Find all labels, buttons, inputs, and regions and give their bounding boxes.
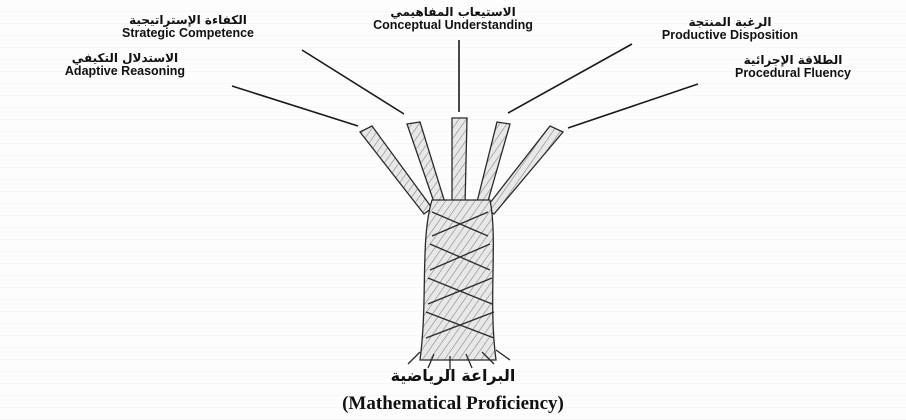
label-productive-disposition: الرغبة المنتجة Productive Disposition xyxy=(625,16,835,42)
mathematical-proficiency-title-en: (Mathematical Proficiency) xyxy=(0,393,906,415)
strand-conceptual xyxy=(452,118,467,206)
label-conceptual-en: Conceptual Understanding xyxy=(328,19,578,33)
label-adaptive-ar: الاستدلال التكيفي xyxy=(20,52,230,65)
label-adaptive-en: Adaptive Reasoning xyxy=(20,65,230,79)
label-conceptual-understanding: الاستيعاب المفاهيمي Conceptual Understan… xyxy=(328,6,578,32)
label-strategic-en: Strategic Competence xyxy=(78,27,298,41)
rope-braid xyxy=(408,200,510,370)
label-procedural-ar: الطلاقة الإجرائية xyxy=(693,54,893,67)
mathematical-proficiency-title-ar: البراعة الرياضية xyxy=(0,366,906,385)
pointer-line-adaptive xyxy=(232,86,358,126)
label-procedural-fluency: الطلاقة الإجرائية Procedural Fluency xyxy=(693,54,893,80)
pointer-lines xyxy=(232,40,698,128)
label-adaptive-reasoning: الاستدلال التكيفي Adaptive Reasoning xyxy=(20,52,230,78)
label-productive-ar: الرغبة المنتجة xyxy=(625,16,835,29)
label-conceptual-ar: الاستيعاب المفاهيمي xyxy=(328,6,578,19)
pointer-line-procedural xyxy=(568,84,698,128)
pointer-line-productive xyxy=(508,44,632,113)
label-strategic-ar: الكفاءة الإستراتيجية xyxy=(78,14,298,27)
label-procedural-en: Procedural Fluency xyxy=(693,67,893,81)
pointer-line-strategic xyxy=(302,50,404,114)
label-productive-en: Productive Disposition xyxy=(625,29,835,43)
label-strategic-competence: الكفاءة الإستراتيجية Strategic Competenc… xyxy=(78,14,298,40)
